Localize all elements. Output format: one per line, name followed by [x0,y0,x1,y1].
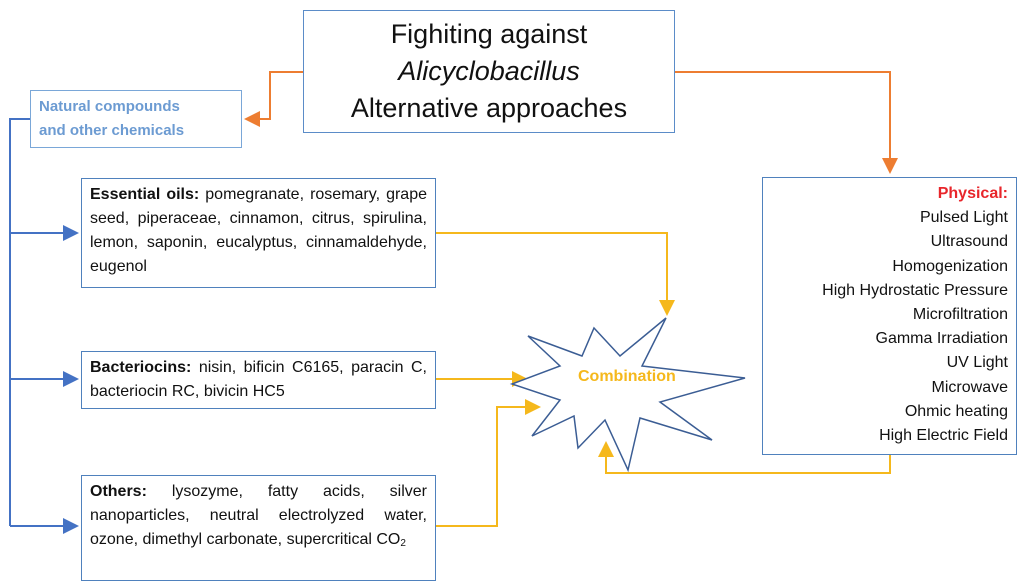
bacteriocins-label: Bacteriocins: [90,359,192,376]
physical-item: High Hydrostatic Pressure [822,281,1008,299]
physical-item: UV Light [946,354,1008,372]
others-label: Others: [90,483,147,500]
title-line-3: Alternative approaches [350,93,628,123]
title-line-2: Alicyclobacillus [398,56,580,86]
combination-label: Combination [578,368,676,385]
title-line-1: Fighiting against [390,19,588,49]
combination-starburst [509,317,746,473]
essential-oils-label: Essential oils: [90,186,200,203]
arrow-others-to-combination [436,399,541,527]
natural-line-1: Natural compounds [39,98,180,115]
title-box: Fighiting against Alicyclobacillus Alter… [303,10,675,133]
physical-item: Ultrasound [930,233,1008,251]
bacteriocins-text: nisin, bificin C6165, paracin C, bacteri… [90,359,428,400]
physical-item: Microfiltration [912,306,1008,324]
arrow-title-to-physical [675,71,898,174]
physical-box: Physical: Pulsed Light Ultrasound Homoge… [762,177,1017,455]
natural-compounds-box: Natural compounds and other chemicals [30,90,242,148]
bacteriocins-box: Bacteriocins: nisin, bificin C6165, para… [81,351,436,409]
physical-title: Physical: [937,185,1008,202]
others-box: Others: lysozyme, fatty acids, silver na… [81,475,436,581]
co2-subscript: 2 [400,538,406,549]
arrow-title-to-natural [244,71,303,127]
blue-trunk [9,118,30,526]
physical-item: Homogenization [892,257,1008,275]
natural-line-2: and other chemicals [39,122,185,139]
physical-item: Gamma Irradiation [875,330,1009,348]
essential-oils-text: pomegranate, rosemary, grape seed, piper… [90,186,427,275]
physical-item: High Electric Field [879,427,1008,445]
physical-item: Pulsed Light [919,209,1008,227]
physical-item: Microwave [931,378,1008,396]
others-text: lysozyme, fatty acids, silver nanopartic… [90,483,427,548]
essential-oils-box: Essential oils: pomegranate, rosemary, g… [81,178,436,288]
arrow-physical-to-combination [598,441,891,474]
arrow-essential-to-combination [436,232,675,316]
physical-item: Ohmic heating [904,402,1008,420]
